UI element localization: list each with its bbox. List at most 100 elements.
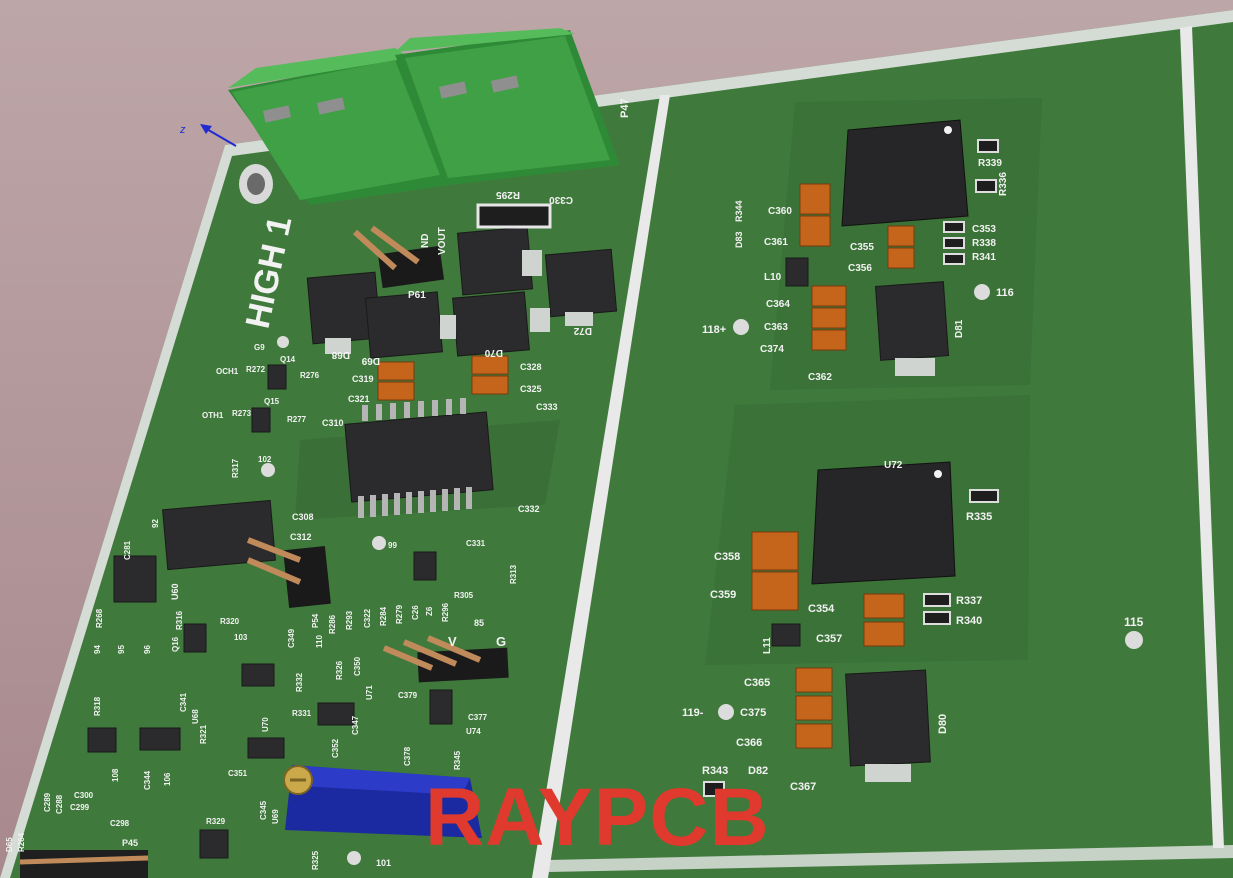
panel-divider-left (532, 95, 670, 878)
label-103: 103 (234, 633, 248, 642)
label-c300: C300 (74, 791, 94, 800)
label-c365: C365 (744, 677, 770, 689)
label-r345: R345 (453, 750, 462, 770)
label-r320: R320 (220, 617, 240, 626)
label-r326: R326 (335, 660, 344, 680)
pin-header-p45 (20, 850, 148, 878)
label-z6: Z6 (425, 606, 434, 616)
label-r316: R316 (175, 610, 184, 630)
label-g: G (496, 634, 506, 649)
label-c374: C374 (760, 344, 784, 355)
capacitors-left (377, 355, 509, 401)
raypcb-watermark: RAYPCB (425, 772, 770, 863)
label-c364: C364 (766, 299, 790, 310)
label-r305: R305 (454, 591, 474, 600)
capacitors-right-bottom (751, 531, 905, 749)
label-u68: U68 (191, 709, 200, 724)
label-p54: P54 (311, 613, 320, 628)
test-points (261, 284, 1143, 865)
label-118plus: 118+ (702, 324, 726, 336)
label-c366: C366 (736, 737, 762, 749)
label-c308: C308 (292, 512, 314, 522)
label-d83: D83 (734, 231, 744, 248)
label-q14: Q14 (280, 355, 296, 364)
z-axis-line (204, 127, 237, 147)
panel-divider-right (1180, 26, 1224, 848)
label-106: 106 (163, 772, 172, 786)
label-c375: C375 (740, 707, 766, 719)
label-108: 108 (111, 768, 120, 782)
label-u69: U69 (271, 809, 280, 824)
label-u71: U71 (365, 685, 374, 700)
label-d68: D68 (331, 349, 350, 360)
diode-d81 (874, 281, 950, 376)
label-d72: D72 (573, 325, 592, 336)
label-v: V (448, 634, 457, 649)
label-116: 116 (996, 287, 1014, 299)
label-c378: C378 (403, 746, 412, 766)
label-r313: R313 (509, 564, 518, 584)
label-r344: R344 (734, 200, 744, 222)
label-r272: R272 (246, 365, 266, 374)
label-g9: G9 (254, 343, 265, 352)
label-r279: R279 (395, 604, 404, 624)
label-c355: C355 (850, 242, 874, 253)
label-c322: C322 (363, 608, 372, 628)
pcb-board (0, 10, 1233, 878)
label-r295: R295 (496, 189, 520, 200)
label-85: 85 (474, 618, 484, 628)
label-c361: C361 (764, 237, 788, 248)
label-nd: ND (420, 234, 431, 248)
label-101: 101 (376, 858, 391, 868)
label-r338: R338 (972, 238, 996, 249)
label-d65: D65 (5, 837, 14, 852)
label-c330: C330 (549, 194, 573, 205)
label-q16: Q16 (171, 636, 180, 652)
label-c357: C357 (816, 633, 842, 645)
label-r276: R276 (300, 371, 320, 380)
pin-header-vg (382, 635, 509, 683)
label-r339: R339 (978, 158, 1002, 169)
label-c349: C349 (287, 628, 296, 648)
label-r264: R264 (17, 832, 26, 852)
label-r336: R336 (998, 172, 1009, 196)
label-p61: P61 (408, 290, 426, 301)
label-l11: L11 (762, 637, 773, 654)
label-c344: C344 (143, 770, 152, 790)
label-c351: C351 (228, 769, 248, 778)
axis-label: z (179, 124, 186, 136)
z-axis-arrow-icon (200, 124, 212, 134)
regulator-u60 (113, 499, 331, 609)
label-102: 102 (258, 455, 272, 464)
label-r273: R273 (232, 409, 252, 418)
label-r340: R340 (956, 615, 982, 627)
silk-labels: P61 D68 D69 D70 D72 R295 C330 VOUT ND C3… (5, 158, 1144, 870)
label-c312: C312 (290, 532, 312, 542)
label-c325: C325 (520, 384, 542, 394)
label-c367: C367 (790, 781, 816, 793)
label-c352: C352 (331, 738, 340, 758)
label-c281: C281 (123, 540, 132, 560)
label-d69: D69 (361, 355, 380, 366)
label-r284: R284 (379, 606, 388, 626)
label-c360: C360 (768, 206, 792, 217)
label-c350: C350 (353, 656, 362, 676)
label-c354: C354 (808, 603, 835, 615)
label-d82: D82 (748, 765, 768, 777)
label-96: 96 (143, 645, 152, 654)
label-c356: C356 (848, 263, 872, 274)
label-c298: C298 (110, 819, 130, 828)
label-r286: R286 (328, 614, 337, 634)
label-vout: VOUT (437, 227, 448, 255)
label-c26: C26 (411, 605, 420, 620)
label-c288: C288 (55, 794, 64, 814)
label-r341: R341 (972, 252, 996, 263)
label-c310: C310 (322, 418, 344, 428)
label-c341: C341 (179, 692, 188, 712)
label-r317: R317 (231, 458, 240, 478)
label-u74: U74 (466, 727, 481, 736)
label-c321: C321 (348, 394, 370, 404)
label-u72: U72 (884, 460, 903, 471)
label-c353: C353 (972, 224, 996, 235)
